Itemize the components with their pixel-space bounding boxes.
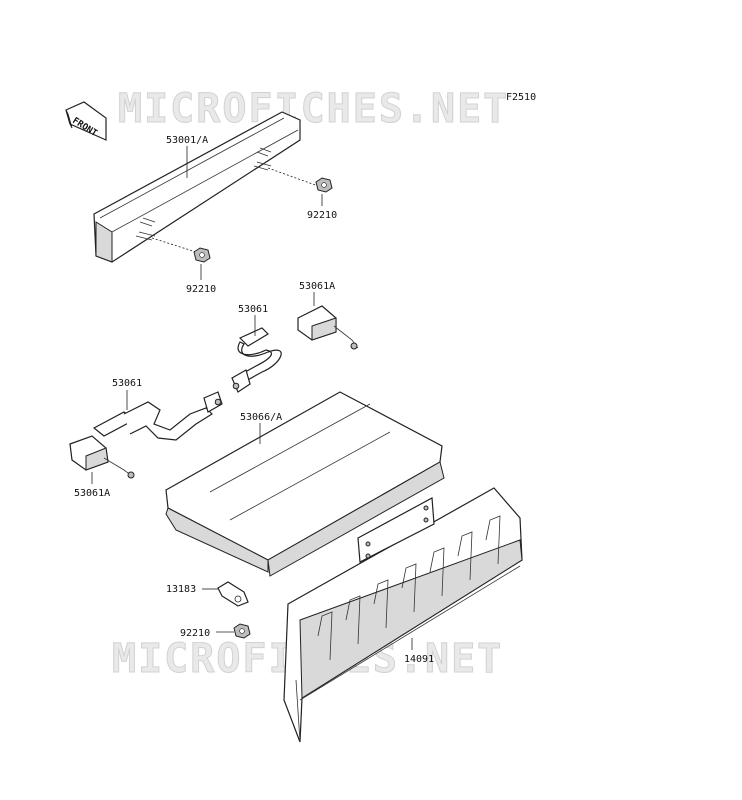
callout-14091: 14091 xyxy=(404,654,434,665)
callout-92210-bottom: 92210 xyxy=(180,628,210,639)
guard-rack-part xyxy=(283,487,523,743)
nut-icon-bottom xyxy=(233,623,251,639)
tail-lamp-part xyxy=(93,111,319,263)
callout-53066a: 53066/A xyxy=(240,412,282,423)
callout-53061a-lower: 53061A xyxy=(74,488,110,499)
strap-upper-middle xyxy=(231,327,282,393)
watermark-top: MICROFICHES.NET xyxy=(118,86,509,132)
callout-53061-lower: 53061 xyxy=(112,378,142,389)
callout-92210-upper: 92210 xyxy=(307,210,337,221)
callout-13183: 13183 xyxy=(166,584,196,595)
callout-53061-upper: 53061 xyxy=(238,304,268,315)
seat-cushion-part xyxy=(165,391,445,577)
nut-icon-upper-right xyxy=(315,177,333,193)
strap-bracket-lower-left xyxy=(69,435,135,479)
strap-bracket-upper-right xyxy=(297,305,359,350)
callout-53061a-upper: 53061A xyxy=(299,281,335,292)
front-arrow-icon: FRONT xyxy=(65,101,107,141)
clamp-part xyxy=(217,581,249,607)
callout-53001a: 53001/A xyxy=(166,135,208,146)
figure-code: F2510 xyxy=(506,92,536,103)
nut-icon-lower-left xyxy=(193,247,211,263)
callout-92210-lower: 92210 xyxy=(186,284,216,295)
strap-lower-left xyxy=(92,391,223,441)
